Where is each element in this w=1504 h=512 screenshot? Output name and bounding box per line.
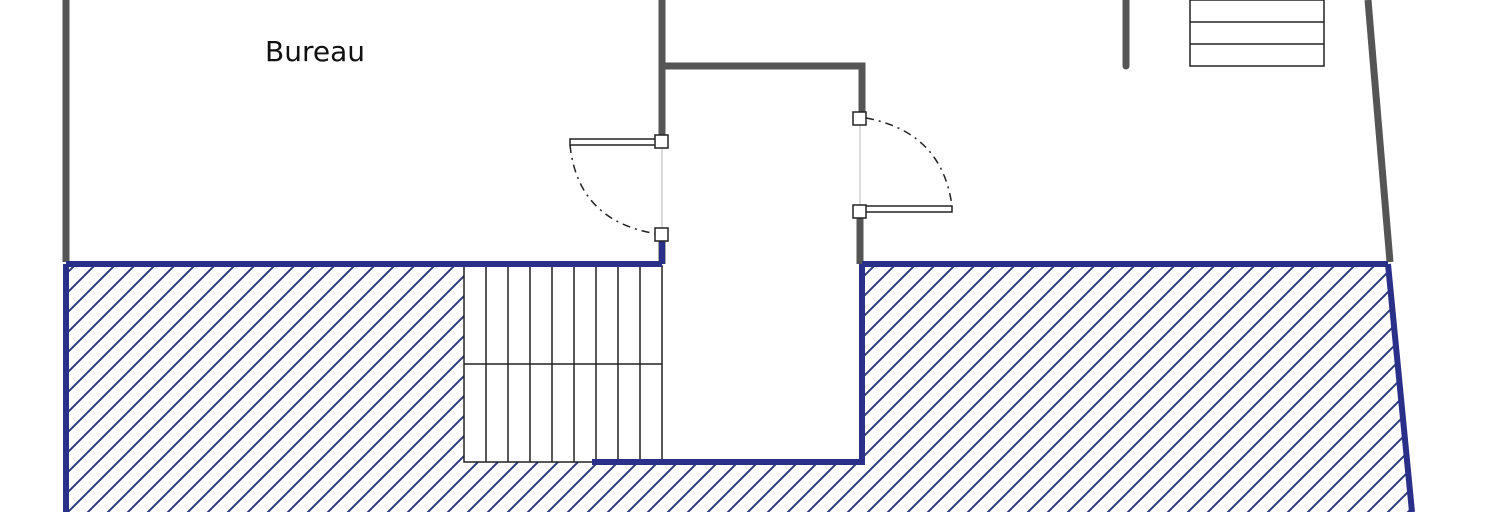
door-hinge-icon [852, 204, 867, 219]
left-door[interactable] [569, 134, 669, 242]
door-hinge-icon [654, 134, 669, 149]
top-staircase [1189, 0, 1325, 67]
door-hinge-icon [654, 227, 669, 242]
exterior-walls [63, 238, 1415, 512]
walls [62, 0, 1394, 264]
right-door[interactable] [852, 111, 953, 219]
hatched-zone [66, 264, 1412, 512]
room-label-bureau: Bureau [265, 35, 365, 68]
left-staircase [463, 265, 663, 463]
corridor-floor [664, 266, 860, 460]
door-hinge-icon [852, 111, 867, 126]
